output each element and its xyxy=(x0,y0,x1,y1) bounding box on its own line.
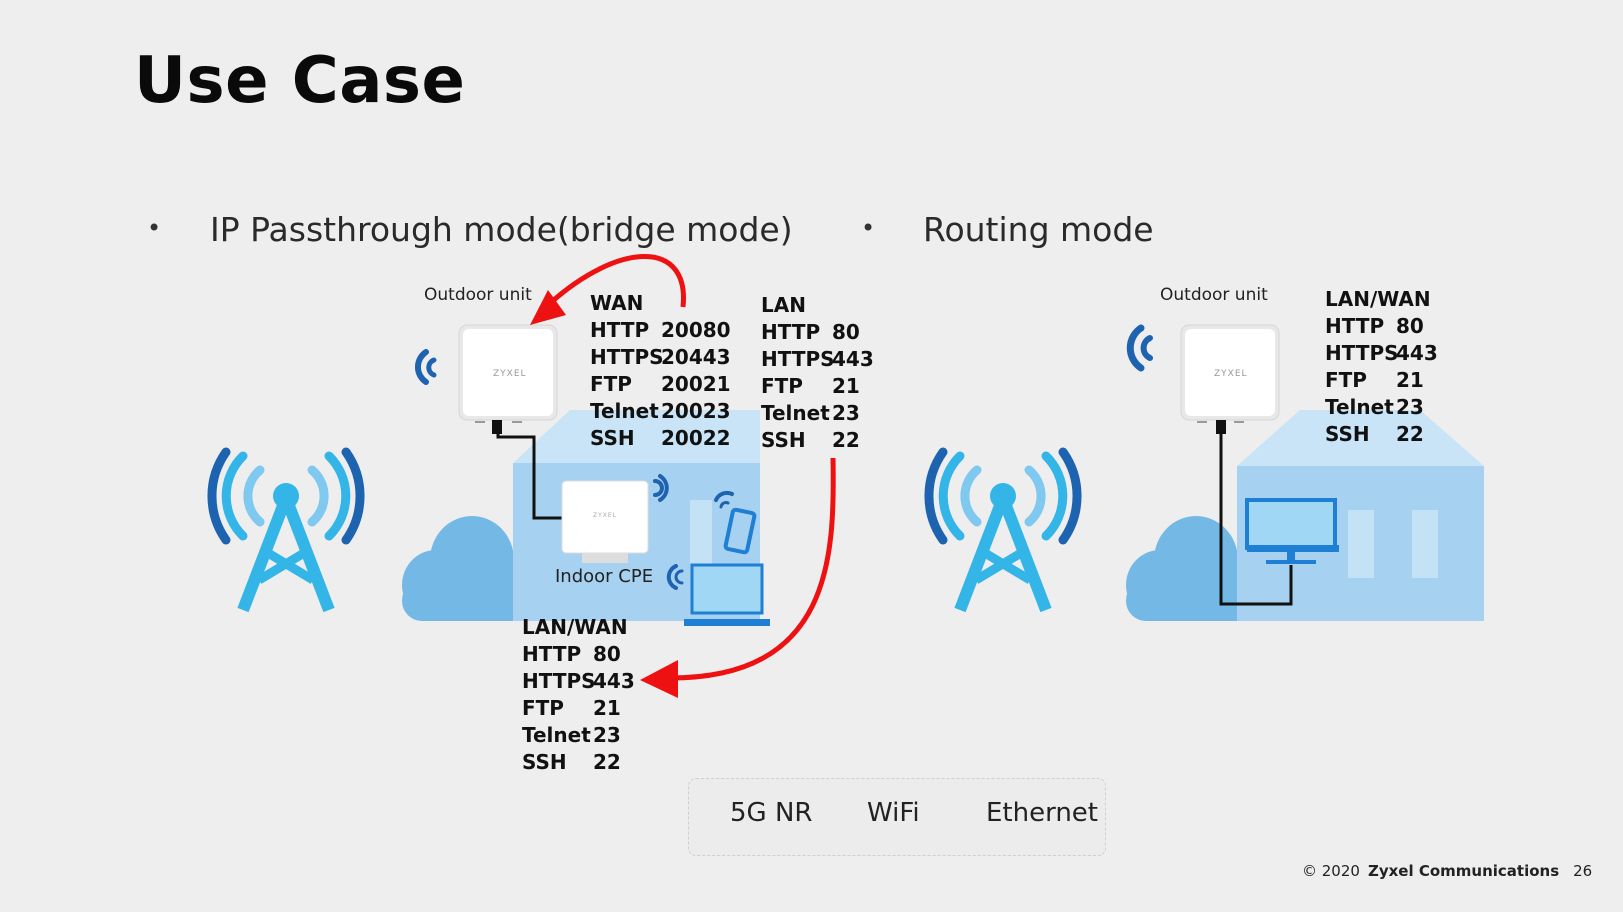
port-proto: HTTPS xyxy=(1325,341,1399,365)
footer-company: Zyxel Communications xyxy=(1367,862,1560,880)
port-proto: SSH xyxy=(590,426,635,450)
port-proto: Telnet xyxy=(1325,395,1394,419)
port-proto: FTP xyxy=(761,374,803,398)
bullet-bridge: • xyxy=(147,214,162,242)
port-number: 443 xyxy=(593,669,635,693)
ethernet-line-right xyxy=(1219,434,1293,606)
port-number: 23 xyxy=(1396,395,1424,419)
port-number: 22 xyxy=(832,428,860,452)
legend-wifi-label: WiFi xyxy=(867,798,920,828)
device-brand-right: ZYXEL xyxy=(1214,369,1248,379)
port-number: 21 xyxy=(593,696,621,720)
port-proto: HTTPS xyxy=(522,669,596,693)
port-number: 20021 xyxy=(661,372,731,396)
port-number: 21 xyxy=(832,374,860,398)
port-number: 21 xyxy=(1396,368,1424,392)
wan-heading: WAN xyxy=(590,291,644,315)
port-proto: FTP xyxy=(522,696,564,720)
phone-icon xyxy=(714,490,757,555)
port-number: 20022 xyxy=(661,426,731,450)
port-number: 443 xyxy=(1396,341,1438,365)
port-proto: HTTP xyxy=(522,642,582,666)
cell-tower-icon-left xyxy=(207,447,365,613)
bridge-mode-heading: IP Passthrough mode(bridge mode) xyxy=(210,210,793,249)
outdoor-unit-device-left xyxy=(458,324,558,434)
red-arrow-lan xyxy=(640,457,836,698)
outdoor-unit-label-left: Outdoor unit xyxy=(424,285,532,305)
wifi-signal-icon-cpe xyxy=(653,474,669,502)
port-number: 20080 xyxy=(661,318,731,342)
port-number: 80 xyxy=(1396,314,1424,338)
lanwan-heading-left: LAN/WAN xyxy=(522,615,628,639)
port-proto: SSH xyxy=(1325,422,1370,446)
port-number: 443 xyxy=(832,347,874,371)
lan-heading: LAN xyxy=(761,293,806,317)
port-proto: HTTP xyxy=(761,320,821,344)
port-proto: HTTP xyxy=(1325,314,1385,338)
legend-ethernet-label: Ethernet xyxy=(986,798,1098,828)
port-proto: HTTPS xyxy=(590,345,664,369)
device-brand-left: ZYXEL xyxy=(493,369,527,379)
port-number: 23 xyxy=(832,401,860,425)
monitor-icon xyxy=(1245,498,1339,564)
footer-copyright: © 2020 xyxy=(1302,862,1360,880)
port-number: 22 xyxy=(593,750,621,774)
indoor-cpe-device xyxy=(561,480,649,563)
port-proto: Telnet xyxy=(522,723,591,747)
port-number: 20443 xyxy=(661,345,731,369)
cpe-brand: ZYXEL xyxy=(593,512,618,519)
port-proto: FTP xyxy=(590,372,632,396)
footer: © 2020 Zyxel Communications 26 xyxy=(1302,862,1592,880)
bullet-routing: • xyxy=(861,214,876,242)
5g-signal-icon-left xyxy=(415,349,437,385)
port-proto: SSH xyxy=(761,428,806,452)
laptop-icon xyxy=(666,563,770,626)
port-proto: FTP xyxy=(1325,368,1367,392)
outdoor-unit-device-right xyxy=(1180,324,1280,434)
legend-5g-label: 5G NR xyxy=(730,798,813,828)
port-number: 80 xyxy=(593,642,621,666)
port-number: 80 xyxy=(832,320,860,344)
red-arrow-wan xyxy=(530,254,686,325)
legend-box xyxy=(688,778,1106,856)
port-proto: Telnet xyxy=(590,399,659,423)
page-title: Use Case xyxy=(134,44,466,118)
indoor-cpe-label: Indoor CPE xyxy=(555,566,654,587)
port-proto: HTTPS xyxy=(761,347,835,371)
port-proto: SSH xyxy=(522,750,567,774)
port-number: 20023 xyxy=(661,399,731,423)
outdoor-unit-label-right: Outdoor unit xyxy=(1160,285,1268,305)
cloud-icon-right xyxy=(1126,516,1270,621)
ethernet-line-left xyxy=(496,434,562,520)
lanwan-heading-right: LAN/WAN xyxy=(1325,287,1431,311)
5g-signal-icon-right xyxy=(1126,324,1153,372)
page-number: 26 xyxy=(1573,862,1593,880)
port-proto: Telnet xyxy=(761,401,830,425)
port-number: 22 xyxy=(1396,422,1424,446)
port-number: 23 xyxy=(593,723,621,747)
port-proto: HTTP xyxy=(590,318,650,342)
cell-tower-icon-right xyxy=(924,447,1082,613)
routing-mode-heading: Routing mode xyxy=(923,210,1154,249)
